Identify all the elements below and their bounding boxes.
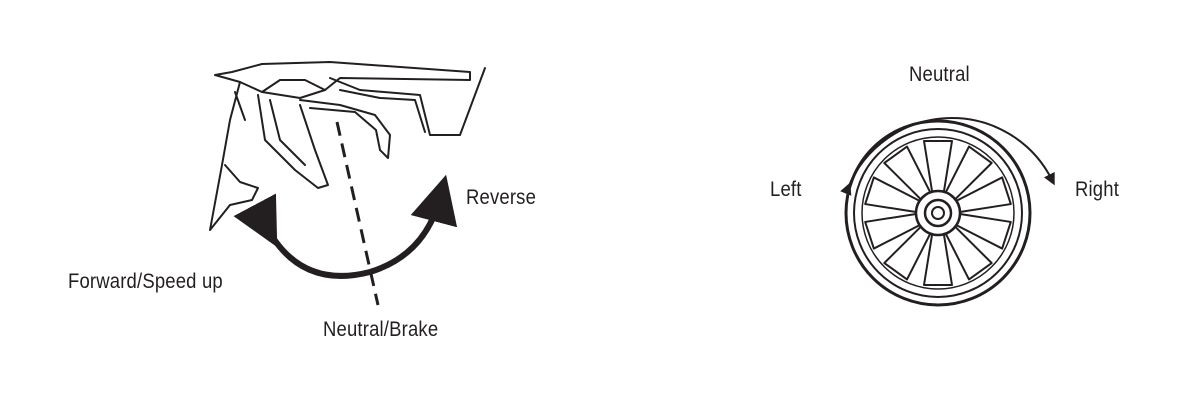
trigger-illustration bbox=[209, 61, 486, 231]
wheel-left-label: Left bbox=[770, 178, 802, 201]
steering-direction-arrow bbox=[840, 117, 1055, 196]
trigger-direction-arrow bbox=[233, 174, 458, 279]
wheel-right-label: Right bbox=[1075, 178, 1120, 201]
reverse-label: Reverse bbox=[466, 186, 537, 209]
forward-speed-up-label: Forward/Speed up bbox=[68, 270, 223, 293]
neutral-brake-label: Neutral/Brake bbox=[323, 318, 439, 341]
wheel-neutral-label: Neutral bbox=[909, 63, 970, 86]
